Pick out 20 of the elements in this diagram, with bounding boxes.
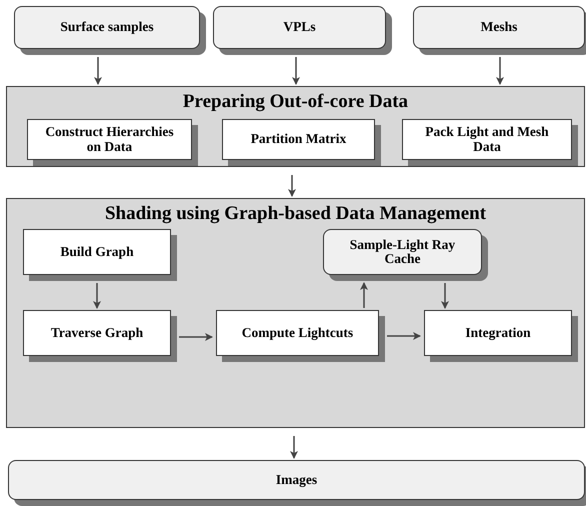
box-label: Images: [276, 472, 318, 488]
box-label: Meshs: [480, 20, 518, 35]
stage-panel: [6, 198, 585, 428]
box-label: Pack Light and Mesh Data: [424, 125, 550, 154]
arrow: [290, 436, 298, 459]
box-label: Construct Hierarchies on Data: [44, 125, 175, 154]
box-label: Integration: [465, 326, 531, 340]
box-label: Compute Lightcuts: [242, 326, 354, 340]
arrow: [179, 333, 213, 341]
box-label: Sample-Light Ray Cache: [348, 238, 456, 266]
arrow: [288, 175, 296, 197]
box-label: Build Graph: [60, 244, 134, 260]
arrow: [387, 332, 421, 340]
box-label: VPLs: [283, 20, 316, 35]
panel-title: Shading using Graph-based Data Management: [104, 204, 486, 224]
box-label: Surface samples: [60, 20, 154, 35]
box-label: Partition Matrix: [250, 132, 346, 147]
box-label: Traverse Graph: [50, 326, 144, 340]
stage-panel: [6, 86, 585, 167]
panel-title: Preparing Out-of-core Data: [182, 92, 408, 112]
